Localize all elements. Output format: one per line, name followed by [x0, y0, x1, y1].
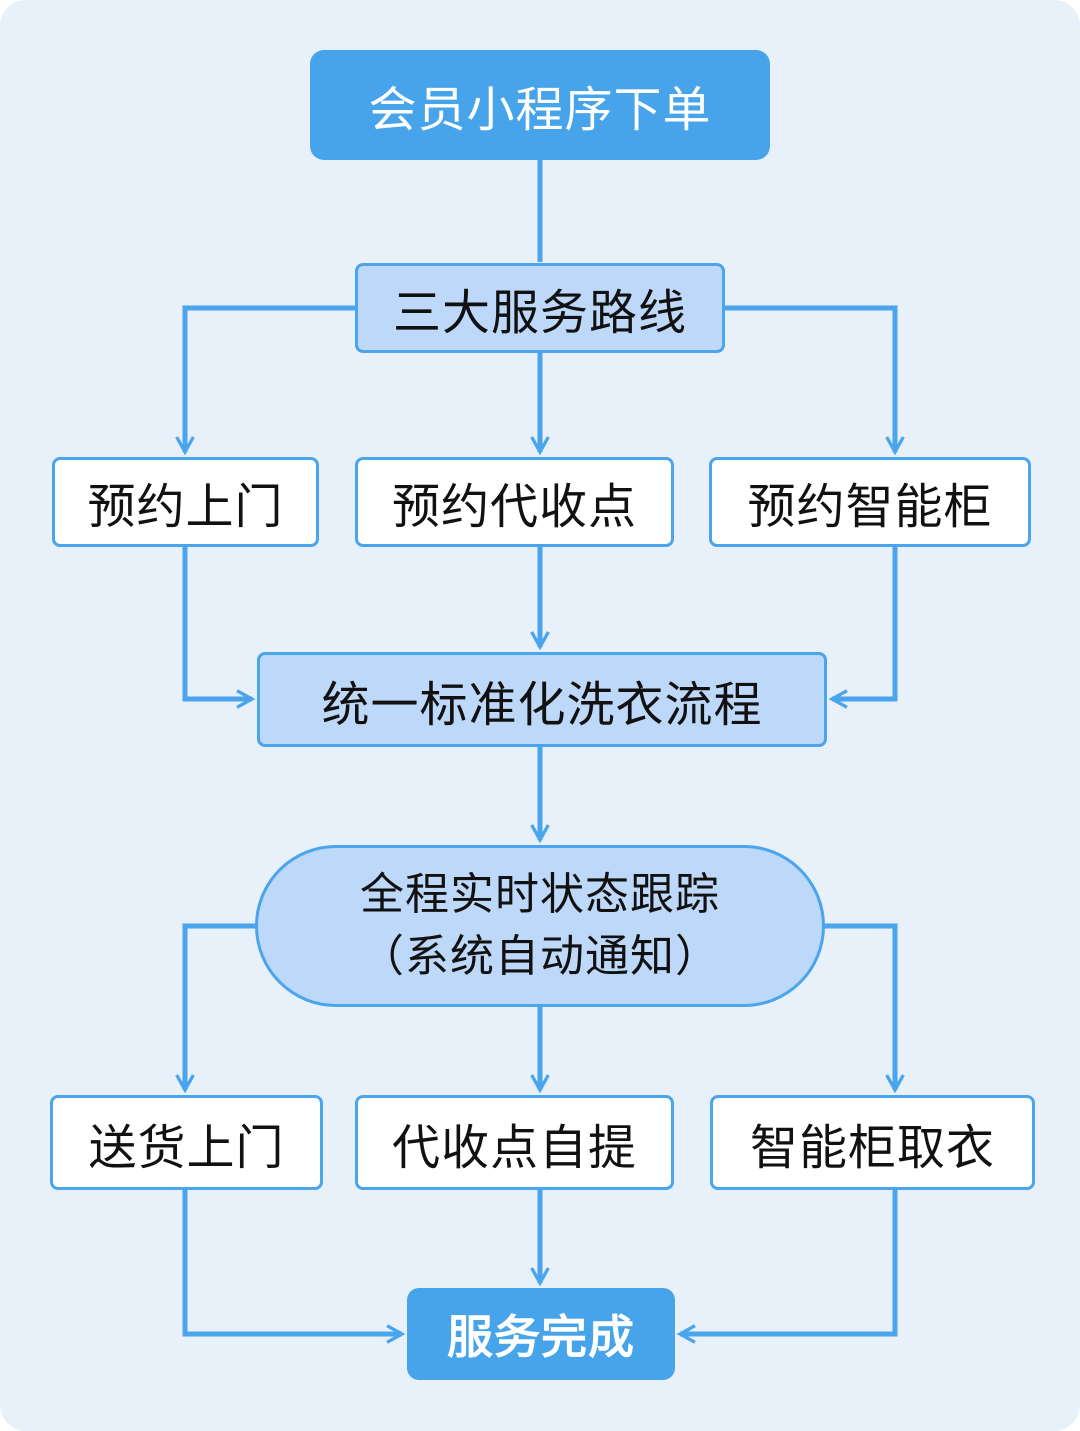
edge-delivery-locker-done	[680, 1190, 898, 1334]
edge-tracking-delivery-home	[185, 923, 260, 1090]
node-book-home-pickup: 预约上门	[52, 457, 319, 547]
tracking-line1: 全程实时状态跟踪	[360, 870, 720, 920]
node-service-complete: 服务完成	[407, 1288, 675, 1380]
tracking-line2: （系统自动通知）	[360, 932, 720, 981]
node-book-collection-point: 预约代收点	[355, 457, 674, 547]
edge-routes-pickup-locker	[725, 305, 895, 452]
node-three-service-routes: 三大服务路线	[355, 263, 725, 353]
edge-pickup-locker-process	[832, 547, 898, 699]
node-standardized-laundry-process: 统一标准化洗衣流程	[257, 652, 827, 747]
node-realtime-status-tracking: 全程实时状态跟踪 （系统自动通知）	[255, 845, 825, 1007]
edge-delivery-home-done	[182, 1190, 402, 1334]
node-book-smart-locker: 预约智能柜	[709, 457, 1031, 547]
node-member-miniprogram-order: 会员小程序下单	[310, 50, 770, 160]
edge-pickup-home-process	[182, 547, 252, 699]
node-smart-locker-pickup: 智能柜取衣	[710, 1095, 1035, 1190]
node-collection-point-pickup: 代收点自提	[355, 1095, 674, 1190]
edge-tracking-delivery-locker	[820, 923, 895, 1090]
node-home-delivery: 送货上门	[50, 1095, 323, 1190]
edge-routes-pickup-home	[185, 305, 355, 452]
